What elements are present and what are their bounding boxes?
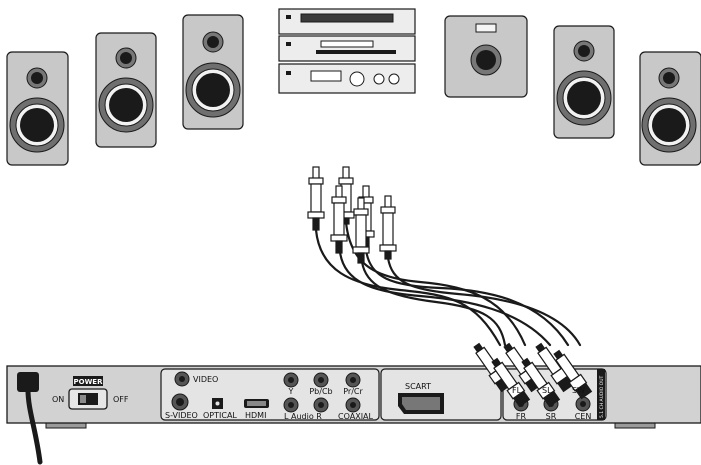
cen-jack[interactable]	[575, 396, 591, 412]
cen-label: CEN	[575, 412, 592, 421]
sr-label: SR	[546, 412, 557, 421]
rca-plugs-input	[307, 166, 397, 264]
output-plug-sr	[521, 357, 561, 408]
speaker-front-left-inner	[95, 32, 157, 148]
fr-label: FR	[516, 412, 527, 421]
audio-label: L Audio R	[284, 412, 322, 421]
rca-plugs-output	[473, 342, 593, 408]
pb-cb-label: Pb/Cb	[309, 387, 332, 396]
output-plug-cen	[553, 349, 593, 400]
power-label: POWER	[74, 378, 104, 386]
av-connector-block: VIDEO S-VIDEO OPTICAL HDMI	[160, 368, 380, 421]
audio-right-jack[interactable]	[313, 397, 329, 413]
rca-cable-bundle	[314, 220, 582, 347]
scart-label: SCART	[405, 382, 431, 391]
rca-plug-1	[307, 166, 325, 231]
hdmi-port[interactable]	[244, 399, 269, 408]
audio-left-jack[interactable]	[283, 397, 299, 413]
speaker-center-left	[182, 14, 244, 130]
video-jack[interactable]	[174, 371, 190, 387]
component-pr-jack[interactable]	[345, 372, 361, 388]
s-video-label: S-VIDEO	[165, 411, 198, 420]
speaker-front-left-outer	[6, 51, 69, 166]
channel-title-strip: 5.1 CH AUDIO OUT	[597, 369, 605, 420]
output-plug-fr	[491, 357, 531, 408]
on-label: ON	[52, 395, 64, 404]
video-label: VIDEO	[193, 375, 218, 384]
hifi-amplifier-stack	[278, 8, 416, 94]
sw-label: SW	[572, 386, 585, 395]
scart-port[interactable]	[398, 393, 444, 414]
coaxial-label: COAXIAL	[338, 412, 374, 421]
y-label: Y	[288, 387, 294, 396]
rca-plug-6	[379, 195, 397, 260]
fl-label: FL	[512, 386, 522, 395]
speaker-subwoofer	[444, 15, 528, 98]
pr-cr-label: Pr/Cr	[343, 387, 363, 396]
rca-plug-5	[352, 197, 370, 264]
sl-label: SL	[542, 386, 552, 395]
optical-label: OPTICAL	[203, 411, 237, 420]
rca-plug-3	[330, 185, 348, 254]
power-switch[interactable]: POWER ON OFF	[52, 376, 129, 410]
coaxial-jack[interactable]	[345, 397, 361, 413]
hdmi-label: HDMI	[245, 411, 266, 420]
channel-title: 5.1 CH AUDIO OUT	[599, 375, 605, 418]
off-label: OFF	[113, 395, 129, 404]
optical-jack[interactable]	[212, 398, 223, 409]
component-y-jack[interactable]	[283, 372, 299, 388]
speaker-front-right-inner	[553, 25, 615, 139]
dvd-rear-panel: POWER ON OFF VIDEO S-VIDEO	[6, 365, 701, 465]
component-pb-jack[interactable]	[313, 372, 329, 388]
power-cord	[17, 372, 43, 465]
scart-block: SCART	[380, 368, 502, 421]
speaker-front-right-outer	[639, 51, 701, 166]
s-video-jack[interactable]	[171, 393, 189, 411]
